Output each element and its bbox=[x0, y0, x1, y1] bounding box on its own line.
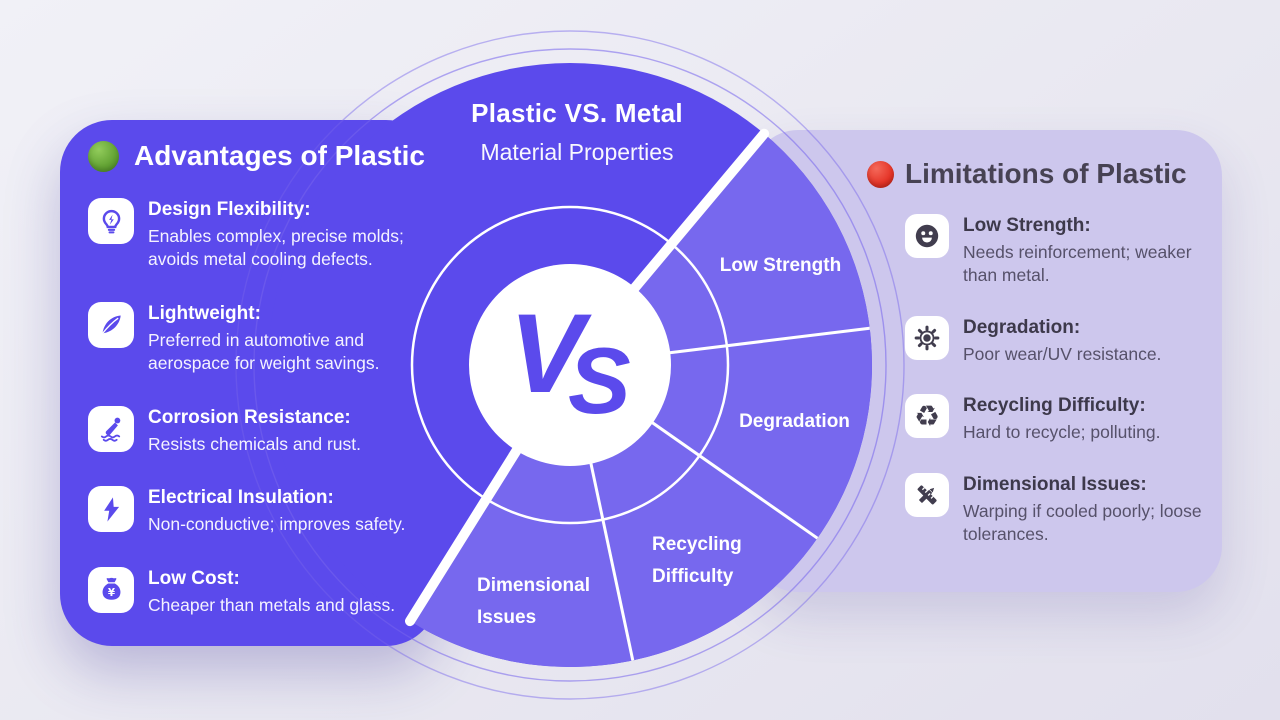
limitation-item: Low Strength: Needs reinforcement; weake… bbox=[905, 214, 1215, 288]
advantage-title: Lightweight: bbox=[148, 302, 261, 324]
advantage-body: Cheaper than metals and glass. bbox=[148, 594, 396, 615]
smiley-icon bbox=[905, 214, 949, 258]
advantage-body: Resists chemicals and rust. bbox=[148, 433, 361, 454]
svg-text:¥: ¥ bbox=[107, 587, 115, 599]
advantages-heading: Advantages of Plastic bbox=[134, 140, 425, 171]
green-dot-icon bbox=[88, 140, 119, 172]
wedge-label-degradation: Degradation bbox=[739, 411, 850, 432]
wedge-label-low-strength: Low Strength bbox=[719, 255, 842, 276]
advantage-body: Preferred in automotive and aerospace fo… bbox=[148, 329, 380, 374]
dropper-icon bbox=[88, 405, 134, 452]
vs-letter-v: V bbox=[509, 291, 584, 416]
advantage-item: Corrosion Resistance: Resists chemicals … bbox=[88, 405, 440, 456]
page-title: Plastic VS. Metal bbox=[471, 98, 683, 128]
limitation-body: Needs reinforcement; weaker than metal. bbox=[963, 242, 1192, 286]
advantage-item: Design Flexibility: Enables complex, pre… bbox=[88, 198, 440, 272]
limitation-title: Degradation: bbox=[963, 316, 1081, 338]
page-subtitle: Material Properties bbox=[480, 139, 674, 165]
advantages-heading-row: Advantages of Plastic bbox=[88, 140, 440, 172]
advantage-title: Low Cost: bbox=[148, 567, 240, 589]
advantage-body: Enables complex, precise molds; avoids m… bbox=[148, 226, 404, 270]
advantage-body: Non-conductive; improves safety. bbox=[148, 514, 406, 535]
limitation-item: ♻ Recycling Difficulty: Hard to recycle;… bbox=[905, 394, 1215, 444]
wedge-label-dimensional-issues: Dimensional Issues bbox=[477, 575, 590, 629]
lightbulb-bolt-icon bbox=[88, 198, 134, 244]
limitation-item: Dimensional Issues: Warping if cooled po… bbox=[905, 472, 1215, 547]
title-block: Plastic VS. Metal Material Properties bbox=[397, 98, 757, 166]
advantage-title: Design Flexibility: bbox=[148, 199, 311, 220]
vs-lettering: V S bbox=[460, 298, 680, 448]
advantage-item: ¥ Low Cost: Cheaper than metals and glas… bbox=[88, 566, 440, 617]
money-bag-icon: ¥ bbox=[88, 566, 134, 613]
limitations-heading: Limitations of Plastic bbox=[905, 158, 1187, 189]
wedge-label-recycling-difficulty: Recycling Difficulty bbox=[652, 534, 742, 588]
lightning-bolt-icon bbox=[88, 486, 134, 533]
limitations-content: Limitations of Plastic Low Strength: Nee… bbox=[867, 158, 1215, 575]
limitations-heading-row: Limitations of Plastic bbox=[867, 158, 1215, 190]
advantage-item: Lightweight: Preferred in automotive and… bbox=[88, 301, 440, 376]
limitation-item: Degradation: Poor wear/UV resistance. bbox=[905, 315, 1215, 366]
limitation-body: Warping if cooled poorly; loose toleranc… bbox=[963, 500, 1202, 545]
vs-letter-s: S bbox=[568, 328, 631, 433]
advantage-title: Electrical Insulation: bbox=[148, 487, 334, 509]
recycle-icon: ♻ bbox=[905, 394, 949, 439]
limitation-body: Poor wear/UV resistance. bbox=[963, 343, 1162, 364]
red-dot-icon bbox=[867, 160, 894, 188]
limitation-body: Hard to recycle; polluting. bbox=[963, 422, 1161, 443]
limitation-title: Low Strength: bbox=[963, 215, 1091, 236]
ruler-pencil-icon bbox=[905, 472, 949, 517]
advantage-item: Electrical Insulation: Non-conductive; i… bbox=[88, 486, 440, 536]
feather-icon bbox=[88, 301, 134, 348]
advantage-title: Corrosion Resistance: bbox=[148, 406, 351, 428]
advantages-content: Advantages of Plastic Design Flexibility… bbox=[88, 140, 440, 647]
limitation-title: Dimensional Issues: bbox=[963, 473, 1147, 495]
limitation-title: Recycling Difficulty: bbox=[963, 395, 1146, 417]
sun-icon bbox=[905, 315, 949, 360]
